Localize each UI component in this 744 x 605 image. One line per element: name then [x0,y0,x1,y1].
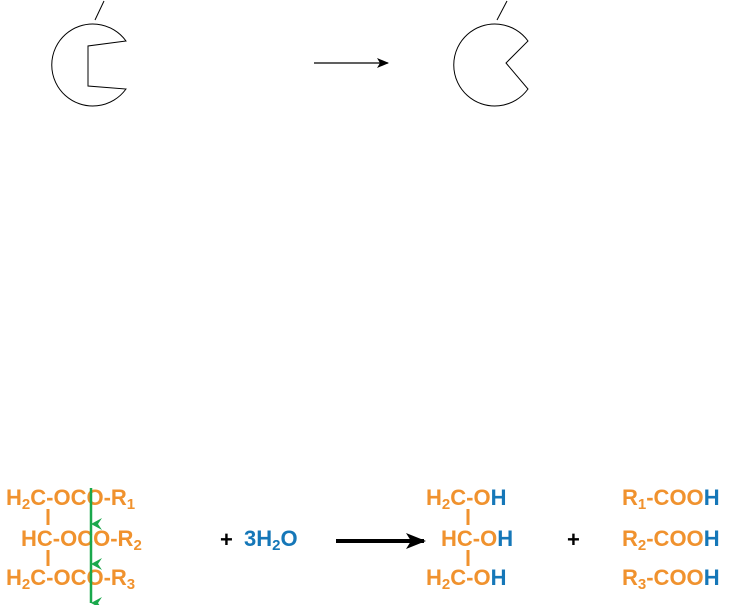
enzyme-with-rectangular-notch [51,0,127,107]
fatty-acid-row-1: R1-COOH [622,485,720,513]
triglyceride-row-2: HC-OCO-R2 [21,526,142,554]
enzyme-stem-line [94,0,105,21]
enzyme-stem-line [496,0,508,21]
glycerol-row-1: H2C-OH [426,485,506,513]
glycerol-row-2: HC-OH [441,526,513,551]
triglyceride-row-1: H2C-OCO-R1 [6,485,135,513]
plus-sign: + [567,527,580,552]
water: 3H2O [244,526,298,554]
fatty-acid-row-2: R2-COOH [622,526,720,554]
glycerol-row-3: H2C-OH [426,565,506,593]
fatty-acids: R1-COOH R2-COOH R3-COOH [622,485,720,593]
triglyceride-row-3: H2C-OCO-R3 [6,565,135,593]
glycerol: H2C-OH HC-OH H2C-OH [426,485,513,593]
plus-sign: + [220,527,233,552]
fatty-acid-row-3: R3-COOH [622,565,720,593]
triglyceride: H2C-OCO-R1 HC-OCO-R2 H2C-OCO-R3 [6,485,142,593]
enzyme-with-v-notch [453,0,529,107]
